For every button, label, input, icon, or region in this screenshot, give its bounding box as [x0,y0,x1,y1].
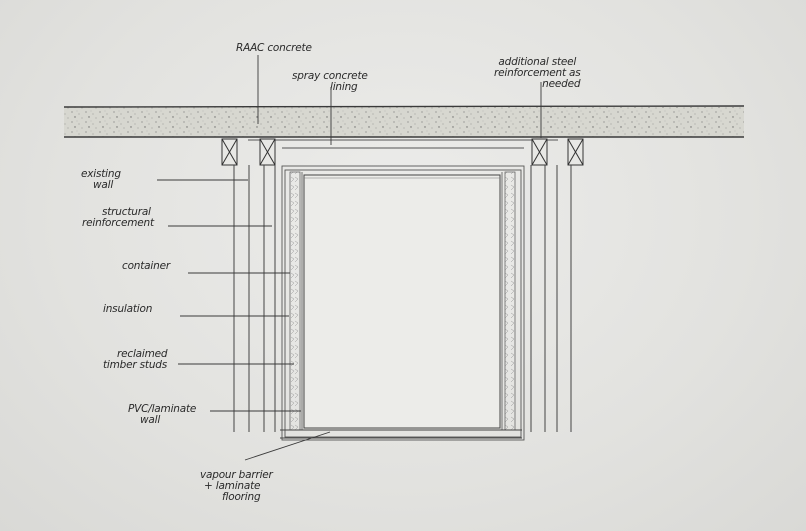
inner-room [303,174,501,429]
container-shell [281,165,525,441]
spray-lining [248,139,558,149]
steel-block-1 [221,138,238,166]
floor [280,429,522,439]
label-vapour-barrier-flooring: vapour barrier + laminate flooring [200,469,273,503]
steel-reinforcement-blocks [221,138,584,166]
label-structural-reinforcement: structural reinforcement [82,206,154,229]
label-container: container [122,260,170,272]
structural-reinforcement [263,165,546,432]
label-insulation: insulation [103,303,153,315]
label-additional-steel: additional steel reinforcement as needed [494,56,581,90]
steel-block-4 [567,138,584,166]
label-raac-concrete: RAAC concrete [236,42,312,54]
label-reclaimed-timber-studs: reclaimed timber studs [103,348,168,371]
steel-block-3 [531,138,548,166]
steel-block-2 [259,138,276,166]
raac-slab [63,105,745,138]
label-spray-concrete-lining: spray concrete lining [292,70,368,93]
label-existing-wall: existing wall [81,168,121,191]
existing-walls [233,165,572,432]
leader-lines [157,55,542,461]
label-pvc-laminate-wall: PVC/laminate wall [128,403,197,426]
